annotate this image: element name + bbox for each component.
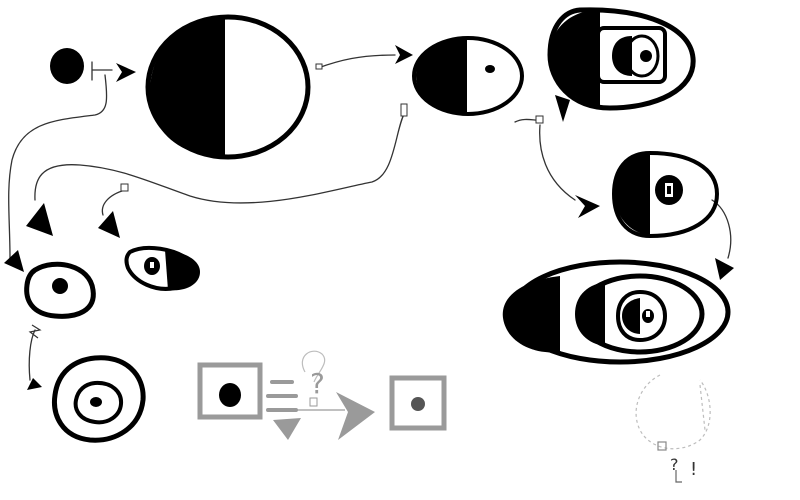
- faded-future-shape: [635, 374, 711, 483]
- arrowhead: [27, 378, 42, 390]
- legend-arrowhead: [336, 392, 375, 440]
- stage-ring-left-dot: [52, 278, 68, 294]
- stage-split-oval-dark-half: [150, 18, 225, 157]
- faded-future-marker: [675, 470, 682, 483]
- faded-legend: ?: [197, 350, 447, 440]
- stage-eye-middle-glint-core: [667, 186, 671, 194]
- arrowhead: [555, 95, 570, 122]
- arrowhead: [116, 63, 136, 82]
- connector-seed-loop: [8, 74, 108, 259]
- stage-target-dot: [90, 397, 102, 407]
- connector-split-to-half: [317, 54, 396, 69]
- arrowhead: [26, 203, 53, 236]
- legend-box-left: [197, 362, 263, 420]
- stage-eye-small-outline: [124, 245, 198, 291]
- legend-box-right-dot: [411, 397, 425, 411]
- stage-eye-large-inner-dark: [622, 298, 640, 334]
- connector-node: [120, 183, 129, 192]
- stage-eye-middle: [611, 150, 720, 239]
- connector-node: [535, 115, 544, 124]
- stage-eye-box-outline: [547, 7, 696, 111]
- stage-eye-large: [502, 259, 731, 365]
- stage-half-oval-outline: [412, 36, 524, 116]
- stage-eye-small: [124, 245, 200, 291]
- question-mark-right: ?: [670, 455, 679, 474]
- connector-ring-to-target: [28, 329, 36, 381]
- stage-eye-small-glint: [150, 262, 154, 268]
- stage-eye-box-pupil: [624, 34, 660, 78]
- stage-ring-left-outline: [24, 261, 96, 319]
- stage-half-oval-dark-half: [416, 38, 467, 113]
- faded-future-node: [657, 441, 667, 451]
- stage-ring-left: [24, 261, 96, 319]
- arrowhead: [4, 250, 24, 272]
- stage-half-oval: [412, 36, 524, 116]
- arrowhead: [98, 211, 120, 238]
- faded-future-line: [699, 384, 706, 431]
- connectors: [8, 54, 732, 381]
- stage-eye-box: [547, 7, 696, 111]
- stage-target: [51, 355, 146, 443]
- stage-split-oval-outline: [145, 14, 311, 160]
- stage-eye-large-middle-dark: [575, 282, 605, 346]
- stage-eye-large-glint: [646, 311, 650, 317]
- arrowheads: [4, 45, 734, 390]
- stage-split-oval: [145, 14, 311, 160]
- squiggle-mark: [28, 324, 42, 339]
- stage-target-inner: [73, 380, 124, 425]
- stage-half-oval-dot: [485, 65, 495, 73]
- stage-eye-box-dark: [549, 10, 600, 106]
- legend-small-node: [309, 397, 318, 407]
- connector-node: [315, 63, 323, 70]
- legend-cloud: [301, 350, 326, 383]
- connector-branch: [101, 189, 126, 216]
- connector-node: [400, 103, 408, 117]
- legend-box-left-blob: [219, 383, 241, 407]
- legend-down-triangle: [273, 418, 301, 440]
- stage-eye-box-pupil-dot: [640, 50, 652, 62]
- stage-eye-middle-outline: [611, 150, 720, 239]
- connector-seed-to-split: [91, 61, 113, 81]
- legend-question-mark: ?: [310, 367, 325, 400]
- exclamation-mark-right: !: [690, 459, 697, 480]
- connector-half-to-right: [514, 118, 576, 201]
- arrowhead: [395, 45, 413, 64]
- arrowhead: [575, 195, 600, 218]
- faded-future-outline: [635, 374, 711, 450]
- stage-eye-large-outer: [509, 259, 731, 365]
- connector-long-loop: [34, 111, 406, 204]
- arrowhead: [715, 258, 734, 280]
- legend-lines: [266, 380, 298, 412]
- stage-eye-box-inner: [596, 26, 667, 84]
- stage-eye-large-inner: [615, 289, 668, 343]
- stage-eye-middle-dark: [614, 153, 650, 236]
- stage-seed: [50, 48, 84, 84]
- connector-nodes: [120, 63, 544, 192]
- stage-target-outer: [51, 355, 146, 443]
